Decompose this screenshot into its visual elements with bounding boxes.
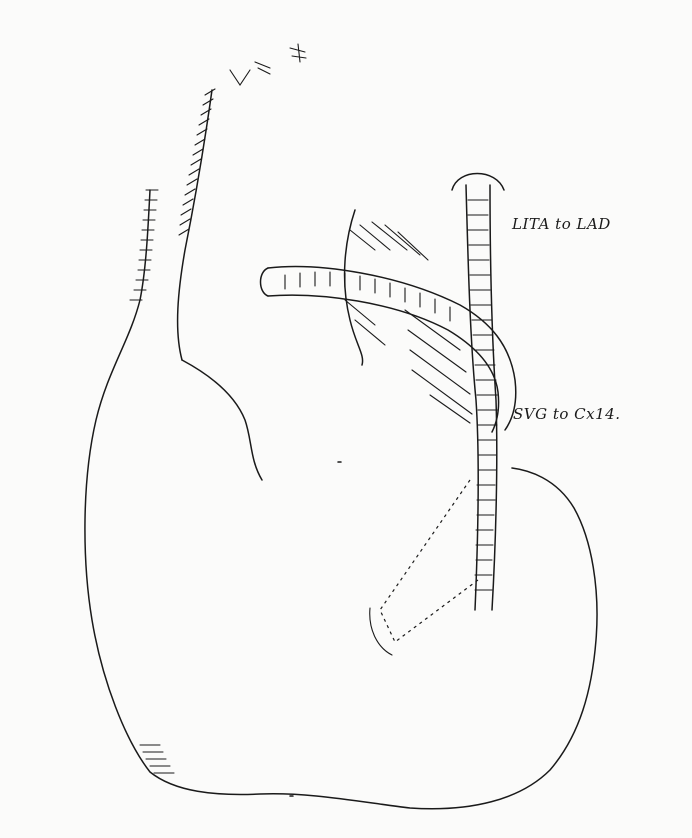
- lita-graft-top: [452, 174, 504, 191]
- lita-graft-label: LITA to LAD: [512, 215, 611, 233]
- apex-mark: [370, 608, 392, 655]
- lita-graft-left: [466, 185, 478, 610]
- svg-graft-label: SVG to Cx14.: [513, 405, 620, 423]
- svg-graft-end: [261, 268, 269, 296]
- svg-graft-tube-lower: [268, 295, 499, 432]
- pulmonary-hatching: [345, 222, 472, 423]
- aortic-root: [182, 360, 262, 480]
- lita-graft-right: [490, 185, 497, 610]
- great-vessel-3: [290, 44, 306, 62]
- great-vessel-2: [255, 62, 270, 74]
- great-vessel-1: [230, 70, 250, 85]
- heart-outline: [85, 190, 597, 809]
- base-hatching: [140, 745, 174, 773]
- svc-hatching: [130, 190, 158, 300]
- lad-dashed-course: [380, 480, 478, 642]
- svg-graft-tube-upper: [268, 267, 516, 430]
- aorta-left-wall: [178, 90, 212, 360]
- svg-graft-hatching: [285, 272, 450, 321]
- lita-graft-hatching: [468, 200, 497, 590]
